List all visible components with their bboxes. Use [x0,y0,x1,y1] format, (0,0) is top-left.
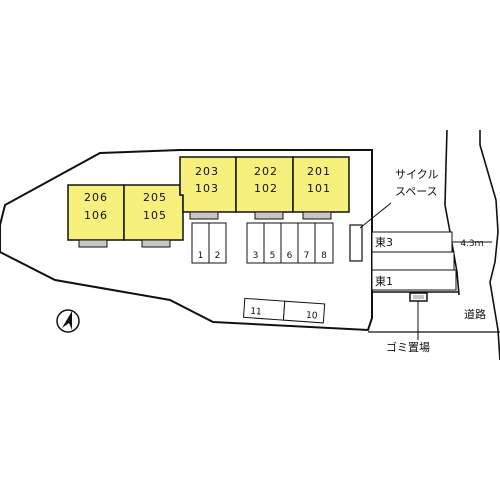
parking-space: 6 [280,222,299,264]
unit-lower: 106 [84,209,108,222]
unit-upper: 201 [307,165,331,178]
road-label: 道路 [464,307,486,321]
building-201-101: 201 101 [292,156,350,220]
road-edge-east [479,130,500,361]
unit-lower: 103 [195,182,219,195]
road-edge-west [444,129,460,296]
parking-space: 2 [208,222,227,264]
svg-text:11: 11 [250,307,262,318]
svg-text:6: 6 [287,251,293,261]
unit-lower: 101 [307,182,331,195]
unit-upper: 203 [195,165,219,178]
cycle-space-label-line1: サイクル [395,168,438,181]
north-arrow-icon [56,309,80,333]
buildings: 206 106 205 105 203 103 202 102 201 101 [67,156,350,248]
building-203-103: 203 103 [179,156,237,220]
site-boundary [0,149,373,332]
svg-text:2: 2 [215,251,221,261]
svg-text:5: 5 [270,251,276,261]
building-205-105: 205 105 [123,184,184,248]
building-202-102: 202 102 [235,156,294,220]
garbage-label: ゴミ置場 [386,340,430,354]
neighbor-lots: 東3 東1 [371,231,457,291]
unit-upper: 205 [143,191,167,204]
neighbor-lot-label: 東3 [375,236,393,249]
svg-text:3: 3 [253,251,259,261]
parking-space: 5 [263,222,282,264]
parking-space: 8 [314,222,334,264]
svg-text:8: 8 [321,251,327,261]
parking-space: 10 [282,300,326,324]
cycle-space-label-line2: スペース [395,185,438,198]
neighbor-lot-row-2 [371,251,455,271]
parking-space: 1 [191,222,210,264]
cycle-space-leader [359,202,392,229]
parking-space: 3 [246,222,265,264]
svg-text:10: 10 [306,311,318,322]
parking-space: 7 [297,222,316,264]
garbage-area-inner [413,295,424,299]
unit-upper: 206 [84,191,108,204]
cycle-space [349,224,363,262]
parking-space: 11 [243,297,286,321]
neighbor-lot-label: 東1 [375,275,393,288]
unit-lower: 105 [143,209,167,222]
parking-front: 1 2 3 5 6 7 8 [191,222,334,264]
unit-lower: 102 [254,182,278,195]
building-206-106: 206 106 [67,184,125,248]
road-width-label: 4.3ｍ [460,239,483,249]
neighbor-lot-row-3 [371,269,457,291]
svg-text:7: 7 [304,251,310,261]
unit-upper: 202 [254,165,278,178]
parking-south: 11 10 [243,297,326,324]
svg-text:1: 1 [198,251,204,261]
